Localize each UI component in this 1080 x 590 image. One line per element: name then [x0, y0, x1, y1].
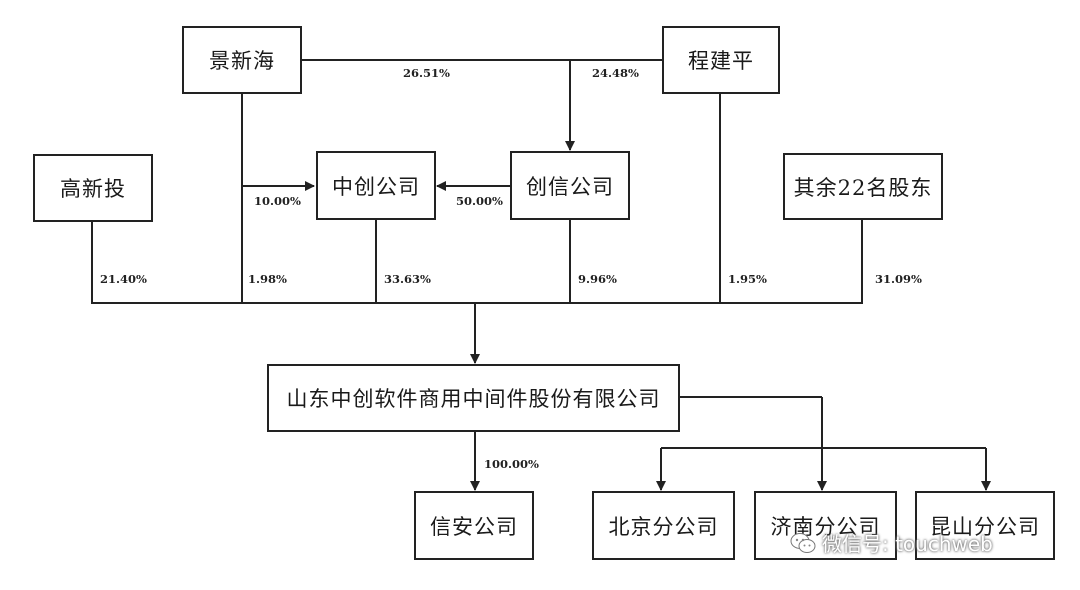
node-kunshan: 昆山分公司 [915, 491, 1055, 560]
watermark-text: 微信号: touchweb [822, 532, 993, 556]
pct-chuangxin-to-main: 9.96% [578, 272, 617, 286]
pct-cheng-to-main: 1.95% [728, 272, 767, 286]
wechat-icon [790, 532, 816, 553]
pct-cheng-to-chuangxin: 24.48% [592, 66, 639, 80]
node-qiyu22: 其余22名股东 [783, 153, 943, 220]
pct-jing-to-main: 1.98% [248, 272, 287, 286]
pct-jing-to-chuangxin: 26.51% [403, 66, 450, 80]
pct-others-to-main: 31.09% [875, 272, 922, 286]
node-xinan: 信安公司 [414, 491, 534, 560]
node-jingxinhai: 景新海 [182, 26, 302, 94]
pct-main-to-xinan: 100.00% [484, 457, 539, 471]
wechat-watermark: 微信号: touchweb [790, 528, 993, 557]
pct-gaoxintou-to-main: 21.40% [100, 272, 147, 286]
pct-chuangxin-to-zhongchuang: 50.00% [456, 194, 503, 208]
node-chuangxin: 创信公司 [510, 151, 630, 220]
node-gaoxintou: 高新投 [33, 154, 153, 222]
node-jinan: 济南分公司 [754, 491, 897, 560]
node-beijing: 北京分公司 [592, 491, 735, 560]
node-main-company: 山东中创软件商用中间件股份有限公司 [267, 364, 680, 432]
pct-jing-to-zhongchuang: 10.00% [254, 194, 301, 208]
pct-zhongchuang-to-main: 33.63% [384, 272, 431, 286]
node-zhongchuang: 中创公司 [316, 151, 436, 220]
node-chengjianping: 程建平 [662, 26, 780, 94]
